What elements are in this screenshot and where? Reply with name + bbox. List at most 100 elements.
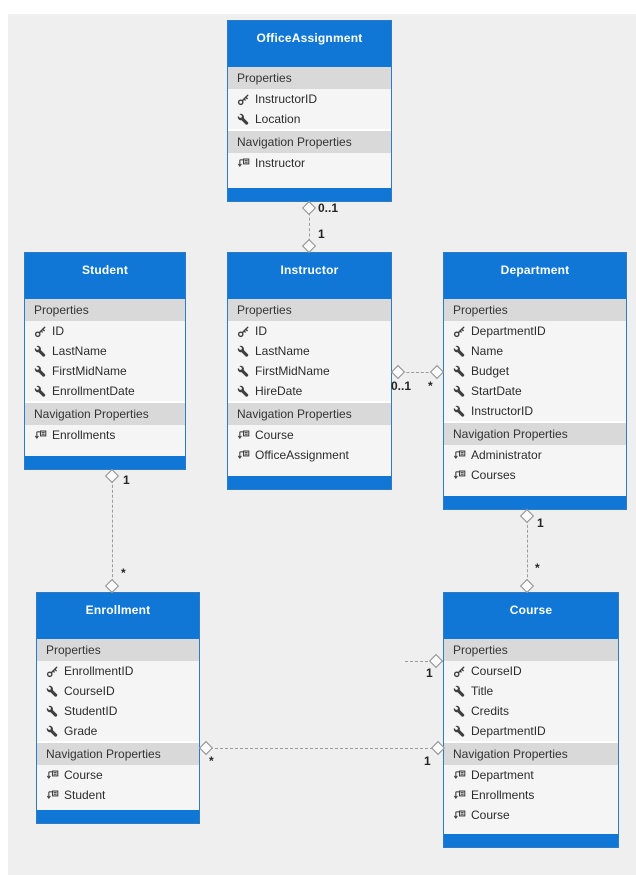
property-name: StudentID: [64, 704, 118, 718]
navigation-row[interactable]: Course: [37, 765, 199, 785]
multiplicity-label: 1: [318, 227, 325, 241]
properties-section-header[interactable]: Properties: [25, 299, 185, 321]
wrench-icon: [46, 705, 59, 718]
entity-department[interactable]: Department Properties DepartmentID Name …: [443, 252, 627, 510]
wrench-icon: [34, 345, 47, 358]
property-row[interactable]: Grade: [37, 721, 199, 741]
property-row[interactable]: InstructorID: [444, 401, 626, 421]
entity-enrollment[interactable]: Enrollment Properties EnrollmentID Cours…: [36, 592, 200, 824]
property-row[interactable]: LastName: [228, 341, 391, 361]
property-name: InstructorID: [255, 92, 318, 106]
entity-body: Properties InstructorID Location Navigat…: [228, 67, 391, 188]
navigation-row[interactable]: Courses: [444, 465, 626, 485]
property-row[interactable]: ID: [25, 321, 185, 341]
property-row[interactable]: Budget: [444, 361, 626, 381]
properties-section-header[interactable]: Properties: [37, 639, 199, 661]
navigation-row[interactable]: Student: [37, 785, 199, 805]
navigation-property-icon: [453, 469, 466, 482]
property-row[interactable]: FirstMidName: [228, 361, 391, 381]
property-name: Credits: [471, 704, 510, 718]
property-row[interactable]: ID: [228, 321, 391, 341]
navigation-row[interactable]: Instructor: [228, 153, 391, 173]
property-row[interactable]: Name: [444, 341, 626, 361]
association-instructor-department[interactable]: [392, 372, 443, 373]
property-row[interactable]: LastName: [25, 341, 185, 361]
properties-section-header[interactable]: Properties: [444, 639, 618, 661]
property-row[interactable]: Title: [444, 681, 618, 701]
entity-instructor[interactable]: Instructor Properties ID LastName FirstM…: [227, 252, 392, 490]
property-name: FirstMidName: [52, 364, 127, 378]
navigation-name: Course: [471, 808, 510, 822]
properties-section-header[interactable]: Properties: [444, 299, 626, 321]
entity-title[interactable]: Department: [444, 253, 626, 299]
association-student-enrollment[interactable]: [112, 470, 113, 592]
property-row[interactable]: EnrollmentID: [37, 661, 199, 681]
entity-title[interactable]: Course: [444, 593, 618, 639]
multiplicity-label: 1: [426, 666, 433, 680]
navigation-property-icon: [453, 809, 466, 822]
entity-title[interactable]: Student: [25, 253, 185, 299]
property-row[interactable]: CourseID: [37, 681, 199, 701]
navigation-name: Course: [64, 768, 103, 782]
property-row[interactable]: StudentID: [37, 701, 199, 721]
key-icon: [453, 665, 466, 678]
entity-body: Properties EnrollmentID CourseID Student…: [37, 639, 199, 810]
navigation-name: Administrator: [471, 448, 542, 462]
navigation-name: Department: [471, 768, 534, 782]
property-name: StartDate: [471, 384, 522, 398]
property-row[interactable]: InstructorID: [228, 89, 391, 109]
entity-title[interactable]: Instructor: [228, 253, 391, 299]
property-row[interactable]: EnrollmentDate: [25, 381, 185, 401]
properties-section-header[interactable]: Properties: [228, 67, 391, 89]
entity-student[interactable]: Student Properties ID LastName FirstMidN…: [24, 252, 186, 470]
navigation-section-header[interactable]: Navigation Properties: [444, 421, 626, 445]
navigation-name: Course: [255, 428, 294, 442]
association-department-course[interactable]: [527, 510, 528, 592]
navigation-section-header[interactable]: Navigation Properties: [444, 741, 618, 765]
navigation-name: Enrollments: [52, 428, 116, 442]
entity-footer-bar: [228, 188, 391, 201]
property-row[interactable]: DepartmentID: [444, 321, 626, 341]
key-icon: [453, 325, 466, 338]
property-row[interactable]: HireDate: [228, 381, 391, 401]
association-officeassignment-instructor[interactable]: [309, 202, 310, 252]
navigation-row[interactable]: Enrollments: [444, 785, 618, 805]
navigation-section-header[interactable]: Navigation Properties: [37, 741, 199, 765]
entity-title[interactable]: Enrollment: [37, 593, 199, 639]
navigation-row[interactable]: Administrator: [444, 445, 626, 465]
entity-title[interactable]: OfficeAssignment: [228, 21, 391, 67]
association-stub-course[interactable]: [405, 661, 443, 662]
property-row[interactable]: FirstMidName: [25, 361, 185, 381]
property-name: EnrollmentID: [64, 664, 134, 678]
navigation-property-icon: [46, 789, 59, 802]
multiplicity-label: 0..1: [391, 379, 412, 393]
entity-officeassignment[interactable]: OfficeAssignment Properties InstructorID…: [227, 20, 392, 202]
navigation-row[interactable]: Enrollments: [25, 425, 185, 445]
navigation-section-header[interactable]: Navigation Properties: [25, 401, 185, 425]
association-enrollment-course[interactable]: [200, 748, 443, 749]
navigation-section-header[interactable]: Navigation Properties: [228, 401, 391, 425]
navigation-property-icon: [46, 769, 59, 782]
navigation-row[interactable]: Department: [444, 765, 618, 785]
navigation-section-header[interactable]: Navigation Properties: [228, 129, 391, 153]
entity-course[interactable]: Course Properties CourseID Title Credits…: [443, 592, 619, 848]
navigation-property-icon: [237, 449, 250, 462]
navigation-row[interactable]: Course: [444, 805, 618, 825]
property-row[interactable]: CourseID: [444, 661, 618, 681]
navigation-name: Instructor: [255, 156, 306, 170]
property-row[interactable]: StartDate: [444, 381, 626, 401]
property-name: DepartmentID: [471, 724, 546, 738]
property-row[interactable]: DepartmentID: [444, 721, 618, 741]
property-row[interactable]: Location: [228, 109, 391, 129]
property-row[interactable]: Credits: [444, 701, 618, 721]
navigation-row[interactable]: OfficeAssignment: [228, 445, 391, 465]
property-name: CourseID: [64, 684, 115, 698]
properties-section-header[interactable]: Properties: [228, 299, 391, 321]
property-name: Budget: [471, 364, 510, 378]
navigation-property-icon: [453, 449, 466, 462]
key-icon: [46, 665, 59, 678]
navigation-row[interactable]: Course: [228, 425, 391, 445]
wrench-icon: [453, 385, 466, 398]
property-name: HireDate: [255, 384, 303, 398]
entity-footer-bar: [228, 476, 391, 489]
